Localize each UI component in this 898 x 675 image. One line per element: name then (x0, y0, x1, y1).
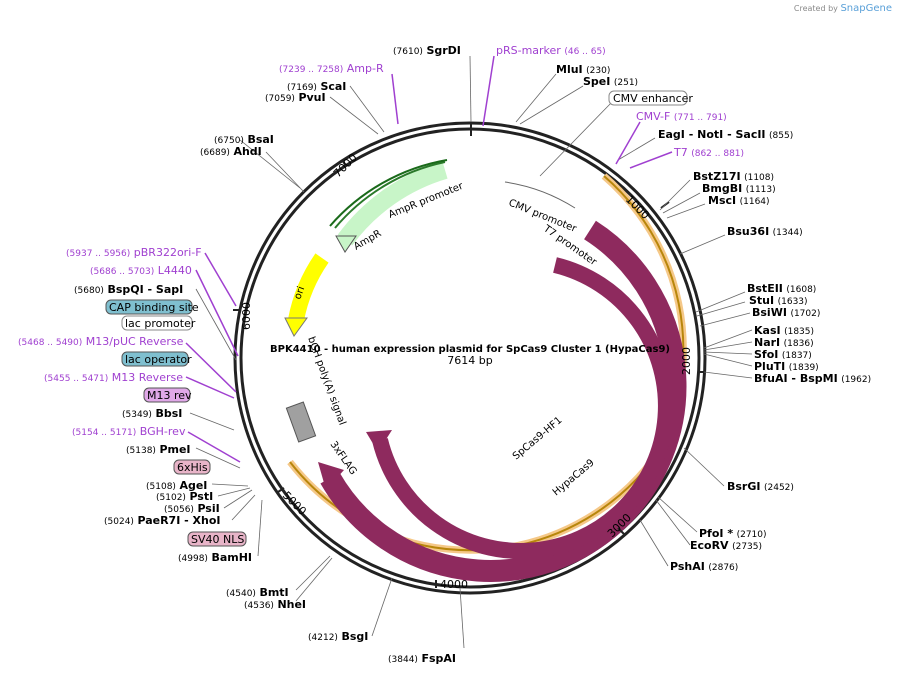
enzyme-sfoi: SfoI (1837) (754, 348, 812, 361)
tick-marks (233, 122, 704, 588)
primer-pbr322ori-f: (5937 .. 5956) pBR322ori-F (66, 246, 202, 259)
primer-bgh-rev: (5154 .. 5171) BGH-rev (72, 425, 186, 438)
primer-m13-reverse: (5455 .. 5471) M13 Reverse (44, 371, 183, 384)
credit-prefix: Created by (793, 4, 838, 13)
primer-prs-marker: pRS-marker (46 .. 65) (496, 44, 606, 57)
hypacas9-arrowhead (318, 462, 344, 490)
m13-rev-label: M13 rev (147, 389, 192, 402)
leader-lines (189, 55, 753, 649)
enzyme-bstz17i: BstZ17I (1108) (693, 170, 774, 183)
enzyme-bamhi: (4998) BamHI (178, 551, 252, 564)
plasmid-name: BPK4410 - human expression plasmid for S… (270, 344, 670, 355)
credit-brand: SnapGene (840, 3, 892, 14)
enzyme-pluti: PluTI (1839) (754, 360, 819, 373)
enzyme-nari: NarI (1836) (754, 336, 814, 349)
enzyme-msci: MscI (1164) (708, 194, 770, 207)
plasmid-size: 7614 bp (447, 354, 492, 367)
primer-leaders (185, 55, 673, 463)
enzyme-labels: (7610) SgrDI MluI (230) SpeI (251) EagI … (74, 44, 871, 665)
enzyme-bspqi-sapi: (5680) BspQI - SapI (74, 283, 183, 296)
enzyme-bsrgi: BsrGI (2452) (727, 480, 794, 493)
lac-operator-label: lac operator (125, 353, 192, 366)
enzyme-bmti: (4540) BmtI (226, 586, 289, 599)
primer-cmv-f: CMV-F (771 .. 791) (636, 110, 727, 123)
primer-l4440: (5686 .. 5703) L4440 (90, 264, 192, 277)
enzyme-mlui: MluI (230) (556, 63, 610, 76)
lac-promoter-label: lac promoter (125, 317, 196, 330)
enzyme-spei: SpeI (251) (583, 75, 638, 88)
enzyme-pshai: PshAI (2876) (670, 560, 738, 573)
ori-arc (288, 253, 329, 322)
enzyme-nhei: (4536) NheI (244, 598, 306, 611)
primer-m13-puc-reverse: (5468 .. 5490) M13/pUC Reverse (18, 335, 184, 348)
enzyme-fspai: (3844) FspAI (388, 652, 456, 665)
enzyme-pfoi: PfoI * (2710) (699, 527, 767, 540)
cap-binding-site-label: CAP binding site (109, 301, 199, 314)
enzyme-stui: StuI (1633) (749, 294, 808, 307)
spcas9-arc (372, 257, 674, 559)
enzyme-bbsi: (5349) BbsI (122, 407, 182, 420)
enzyme-bfuai-bspmi: BfuAI - BspMI (1962) (754, 372, 871, 385)
enzyme-pvui: (7059) PvuI (265, 91, 326, 104)
ori-label: ori (292, 285, 307, 301)
enzyme-kasi: KasI (1835) (754, 324, 814, 337)
sv40-nls-label: SV40 NLS (191, 533, 244, 546)
enzyme-psii: (5056) PsiI (164, 502, 220, 515)
tick-label-4000: 4000 (440, 578, 468, 591)
enzyme-pmei: (5138) PmeI (126, 443, 191, 456)
enzyme-bsteii: BstEII (1608) (747, 282, 816, 295)
primer-t7: T7 (862 .. 881) (673, 146, 744, 159)
cmv-enhancer-label: CMV enhancer (613, 92, 693, 105)
enzyme-bsai: (6750) BsaI (214, 133, 274, 146)
enzyme-scai: (7169) ScaI (287, 80, 346, 93)
enzyme-eagi-noti-sacii: EagI - NotI - SacII (855) (658, 128, 793, 141)
enzyme-bmgbi: BmgBI (1113) (702, 182, 776, 195)
enzyme-psti: (5102) PstI (156, 490, 213, 503)
enzyme-agei: (5108) AgeI (146, 479, 207, 492)
spcas9-arrowhead (366, 430, 392, 452)
snapgene-credit: Created by SnapGene (794, 3, 892, 14)
enzyme-bsiwi: BsiWI (1702) (752, 306, 820, 319)
primer-labels: pRS-marker (46 .. 65) CMV-F (771 .. 791)… (18, 44, 744, 438)
sixhis-label: 6xHis (177, 461, 208, 474)
tick-label-6000: 6000 (240, 302, 253, 330)
hypacas9-label: HypaCas9 (551, 457, 597, 498)
enzyme-paer7i-xhoi: (5024) PaeR7I - XhoI (104, 514, 221, 527)
ampr-arc (337, 161, 448, 246)
enzyme-ecorv: EcoRV (2735) (690, 539, 762, 552)
enzyme-bsgi: (4212) BsgI (308, 630, 368, 643)
enzyme-ahdi: (6689) AhdI (200, 145, 262, 158)
enzyme-sgrdi: (7610) SgrDI (393, 44, 461, 57)
boxed-labels: CMV enhancer CAP binding site lac promot… (105, 90, 693, 547)
enzyme-bsu36i: Bsu36I (1344) (727, 225, 803, 238)
tick-label-2000: 2000 (680, 347, 693, 375)
primer-amp-r: (7239 .. 7258) Amp-R (279, 62, 384, 75)
bgh-box (285, 401, 317, 443)
spcas9-label: SpCas9-HF1 (511, 415, 565, 462)
tick-label-7000: 7000 (331, 151, 360, 180)
